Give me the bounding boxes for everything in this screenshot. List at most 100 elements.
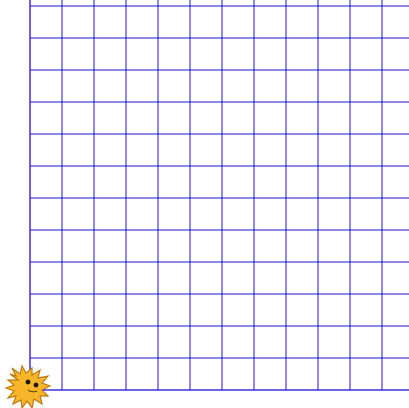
fractal-square [62, 294, 94, 326]
fractal-square [190, 262, 222, 294]
fractal-square [350, 102, 382, 134]
fractal-square [62, 102, 94, 134]
fractal-square [126, 0, 158, 6]
fractal-square [94, 326, 126, 358]
fractal-square [286, 6, 318, 38]
fractal-square [222, 166, 254, 198]
fractal-square [318, 166, 350, 198]
fractal-square [158, 358, 190, 390]
fractal-square [350, 230, 382, 262]
fractal-square [190, 0, 222, 6]
fractal-square [190, 38, 222, 70]
fractal-square [382, 6, 409, 38]
fractal-square [62, 358, 94, 390]
fractal-square [382, 102, 409, 134]
fractal-square [30, 6, 62, 38]
fractal-square [222, 70, 254, 102]
fractal-square [94, 38, 126, 70]
fractal-square [318, 0, 350, 6]
fractal-square [158, 326, 190, 358]
fractal-square [30, 102, 62, 134]
fractal-square [94, 0, 126, 6]
fractal-square [126, 230, 158, 262]
fractal-square [190, 198, 222, 230]
fractal-square [382, 70, 409, 102]
fractal-square [126, 6, 158, 38]
fractal-square [158, 0, 190, 6]
fractal-square [158, 198, 190, 230]
fractal-square [126, 38, 158, 70]
fractal-square [62, 38, 94, 70]
fractal-square [190, 166, 222, 198]
fractal-square [254, 6, 286, 38]
fractal-square [30, 262, 62, 294]
fractal-square [254, 38, 286, 70]
fractal-square [222, 38, 254, 70]
fractal-square [158, 262, 190, 294]
fractal-square [222, 294, 254, 326]
fractal-square [350, 6, 382, 38]
cat-sprite-icon[interactable] [6, 366, 50, 408]
fractal-square [254, 326, 286, 358]
fractal-square [286, 166, 318, 198]
fractal-square [382, 230, 409, 262]
fractal-square [222, 358, 254, 390]
fractal-square [30, 198, 62, 230]
fractal-square [350, 134, 382, 166]
fractal-square [254, 262, 286, 294]
fractal-square [190, 102, 222, 134]
fractal-square [350, 0, 382, 6]
fractal-square [350, 262, 382, 294]
fractal-square [126, 294, 158, 326]
fractal-square [286, 0, 409, 6]
fractal-square [286, 70, 318, 102]
fractal-square [318, 198, 350, 230]
fractal-square [350, 326, 382, 358]
fractal-square [286, 0, 318, 6]
fractal-square [62, 326, 94, 358]
fractal-square [382, 294, 409, 326]
fractal-square [190, 326, 222, 358]
fractal-square [286, 0, 409, 134]
fractal-square [158, 230, 190, 262]
fractal-square [318, 134, 350, 166]
fractal-square [254, 358, 286, 390]
fractal-square [94, 6, 126, 38]
fractal-square [382, 134, 409, 166]
fractal-square [254, 230, 286, 262]
sprite-eye [34, 383, 39, 388]
fractal-square [222, 134, 254, 166]
fractal-square [158, 166, 190, 198]
fractal-square [350, 358, 382, 390]
fractal-square [318, 230, 350, 262]
fractal-square [158, 134, 190, 166]
pen-drawing [30, 0, 409, 390]
fractal-square [30, 70, 62, 102]
sprite-body [6, 366, 50, 408]
fractal-square [222, 102, 254, 134]
fractal-square [382, 38, 409, 70]
fractal-square [62, 166, 94, 198]
fractal-square [254, 134, 286, 166]
fractal-square [126, 102, 158, 134]
fractal-square [350, 38, 382, 70]
fractal-square [350, 70, 382, 102]
fractal-square [30, 134, 62, 166]
fractal-square [318, 6, 350, 38]
fractal-square [318, 38, 350, 70]
fractal-square [158, 38, 190, 70]
fractal-square [382, 0, 409, 6]
fractal-square [382, 198, 409, 230]
fractal-square [382, 326, 409, 358]
fractal-square [286, 134, 318, 166]
fractal-square [286, 102, 318, 134]
fractal-square [62, 262, 94, 294]
fractal-square [190, 6, 222, 38]
fractal-square [350, 166, 382, 198]
fractal-square [190, 294, 222, 326]
fractal-square [62, 198, 94, 230]
fractal-square [318, 326, 350, 358]
fractal-square [254, 102, 286, 134]
